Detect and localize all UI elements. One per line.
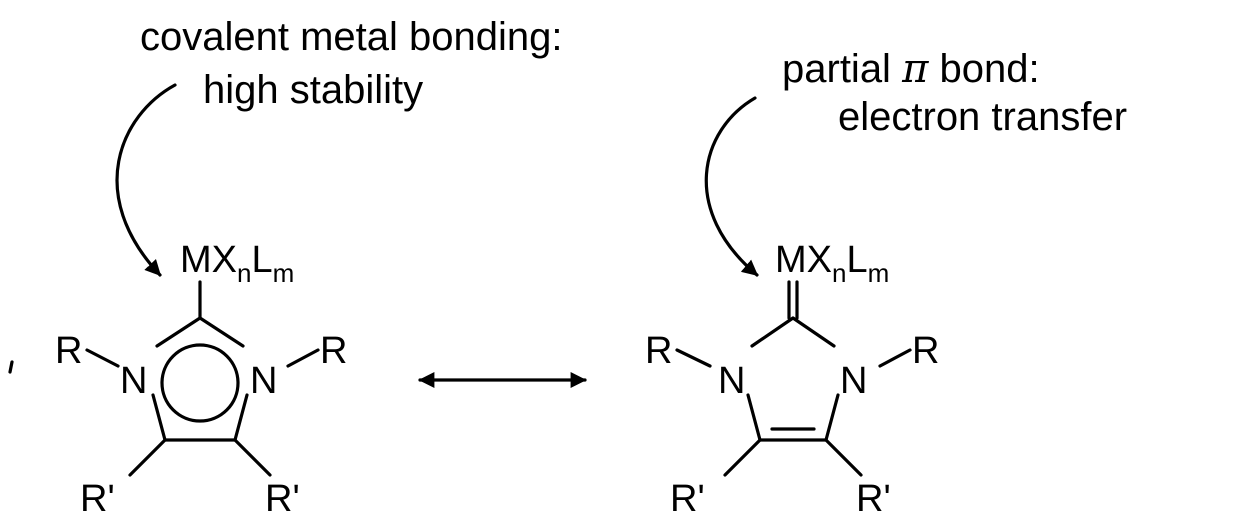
nitrogen-left-1: N <box>120 360 147 402</box>
delocalization-circle <box>160 343 240 423</box>
backbone-left-r4: R' <box>265 478 300 519</box>
stray-mark <box>8 360 14 374</box>
metal-fragment-right: MXnLm <box>775 239 889 288</box>
r3-n-bond-left <box>286 348 320 368</box>
caption-left-line1: covalent metal bonding: <box>140 15 563 59</box>
backbone-right-r4: R' <box>856 478 891 519</box>
caption-right-pre: partial <box>782 47 902 91</box>
caption-right-post: bond: <box>928 47 1039 91</box>
nitrogen-left-3: N <box>250 360 277 402</box>
nitrogen-right-1: N <box>718 360 745 402</box>
bond-c2-n3-left <box>198 316 245 348</box>
substituent-right-r1: R <box>645 330 672 372</box>
bond-n3-c4-right <box>824 393 840 442</box>
c4-r-bond-right <box>824 438 863 477</box>
curved-arrow-right <box>704 96 759 277</box>
bond-n3-c4-left <box>233 393 249 442</box>
backbone-right-r5: R' <box>670 478 705 519</box>
bond-n1-c5-right <box>746 393 762 442</box>
c5-r-bond-right <box>723 438 762 477</box>
bond-n1-c5-left <box>151 393 167 442</box>
caption-right-line1: partial π bond: <box>782 46 1040 92</box>
backbone-left-r5: R' <box>80 478 115 519</box>
pi-symbol: π <box>901 46 929 92</box>
bond-c2-n1-left <box>155 316 202 348</box>
c5-r-bond-left <box>128 438 167 477</box>
bond-c2-n3-right <box>791 316 836 348</box>
nitrogen-right-3: N <box>840 360 867 402</box>
r3-n-bond-right <box>878 348 912 368</box>
c4-r-bond-left <box>233 438 272 477</box>
curved-arrow-left <box>115 83 177 277</box>
metal-fragment-left: MXnLm <box>180 239 294 288</box>
r1-n-bond-left <box>85 348 120 368</box>
substituent-right-r3: R <box>912 330 939 372</box>
r1-n-bond-right <box>675 348 712 368</box>
bond-c2-n1-right <box>750 316 795 348</box>
substituent-left-r1: R <box>55 330 82 372</box>
right-structure: MXnLm N N R R R' R' <box>645 239 939 519</box>
left-structure: MXnLm N N R R R' R' <box>55 239 347 519</box>
caption-left-line2: high stability <box>203 68 423 112</box>
substituent-left-r3: R <box>320 330 347 372</box>
caption-right-line2: electron transfer <box>838 95 1127 139</box>
